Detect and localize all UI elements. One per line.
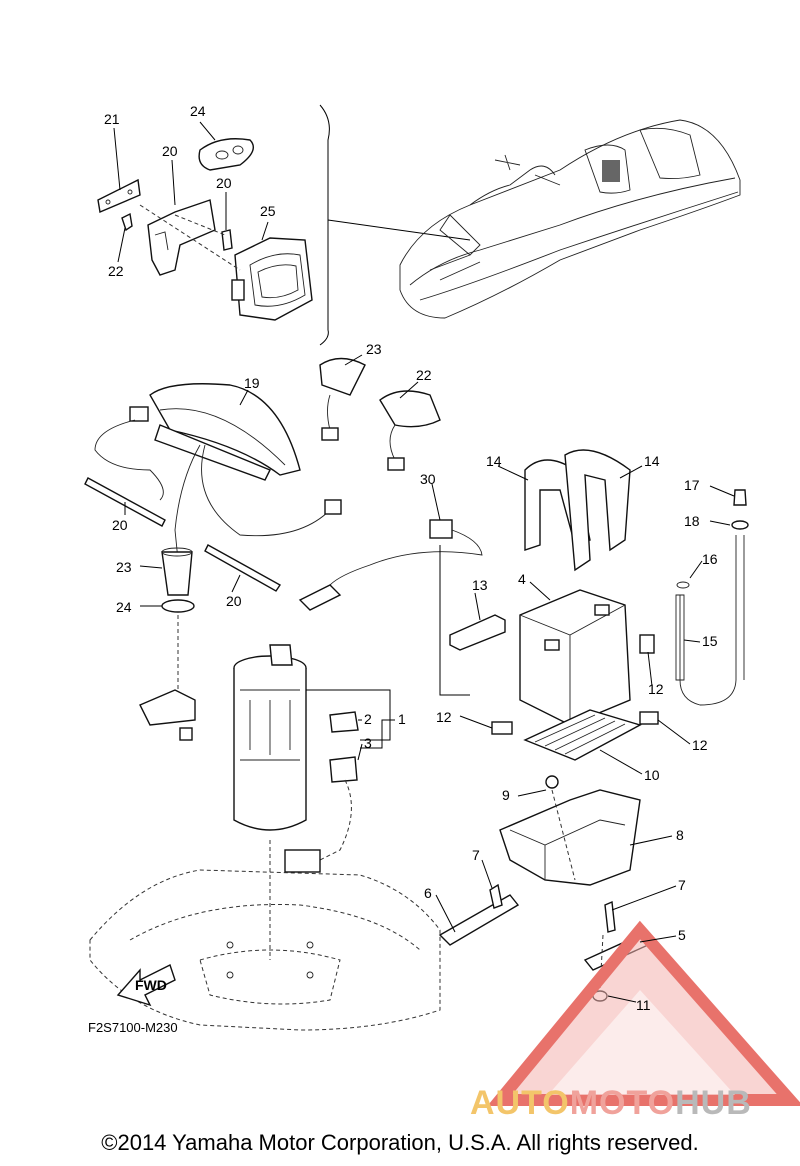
leader-lines <box>113 121 735 1003</box>
sensor-29 <box>298 519 483 611</box>
copyright-notice: ©2014 Yamaha Motor Corporation, U.S.A. A… <box>101 1130 699 1155</box>
callout-3: 3 <box>364 735 372 751</box>
callout-18: 18 <box>684 513 700 529</box>
callout-27: 21 <box>104 111 120 127</box>
callout-5: 5 <box>678 927 686 943</box>
callout-29: 30 <box>420 471 436 487</box>
fuel-pump <box>233 644 391 960</box>
callout-20b: 20 <box>226 593 242 609</box>
callout-15: 15 <box>702 633 718 649</box>
callout-19: 19 <box>244 375 260 391</box>
callout-14b: 14 <box>644 453 660 469</box>
switches <box>319 357 441 471</box>
callout-9: 9 <box>502 787 510 803</box>
breather-tube <box>675 489 749 706</box>
callout-6: 6 <box>424 885 432 901</box>
callout-26: 20 <box>216 175 232 191</box>
callout-24: 24 <box>116 599 132 615</box>
watermark-triangle <box>487 920 800 1106</box>
diagram-code: F2S7100-M230 <box>88 1020 178 1035</box>
callout-2: 2 <box>364 711 372 727</box>
callout-11: 10 <box>644 767 660 783</box>
callout-8: 8 <box>676 827 684 843</box>
callout-12b: 12 <box>436 709 452 725</box>
callout-22: 23 <box>366 341 382 357</box>
callout-21: 22 <box>416 367 432 383</box>
callout-12c: 12 <box>692 737 708 753</box>
callout-17: 17 <box>684 477 700 493</box>
callout-12a: 12 <box>648 681 664 697</box>
fwd-label: FWD <box>135 977 167 993</box>
fwd-arrow: FWD <box>116 964 176 1007</box>
callout-4: 4 <box>518 571 526 587</box>
callout-labels: 21 20 20 22 24 25 23 22 19 20 20 23 24 3… <box>104 103 718 1013</box>
watermark-auto: AUTO <box>470 1084 570 1122</box>
callout-16: 16 <box>702 551 718 567</box>
callout-10: 11 <box>636 997 651 1013</box>
callout-28: 22 <box>108 263 124 279</box>
callout-7a: 7 <box>472 847 480 863</box>
callout-20a: 20 <box>112 517 128 533</box>
battery <box>439 545 659 761</box>
callout-14a: 14 <box>486 453 502 469</box>
callout-25: 20 <box>162 143 178 159</box>
inset-divider <box>319 104 330 346</box>
callout-13: 13 <box>472 577 488 593</box>
watercraft-illustration <box>399 119 741 319</box>
callout-1: 1 <box>398 711 406 727</box>
callout-31: 25 <box>260 203 276 219</box>
battery-straps <box>524 449 631 572</box>
hull-outline <box>89 869 441 1031</box>
inset-parts <box>97 138 313 321</box>
watermark-moto: MOTO <box>569 1084 676 1122</box>
watermark-logo: AUTOMOTOHUB <box>470 1084 752 1123</box>
callout-7b: 7 <box>678 877 686 893</box>
callout-30: 24 <box>190 103 206 119</box>
meter-assembly <box>84 383 342 741</box>
callout-23: 23 <box>116 559 132 575</box>
watermark-hub: HUB <box>675 1084 752 1122</box>
